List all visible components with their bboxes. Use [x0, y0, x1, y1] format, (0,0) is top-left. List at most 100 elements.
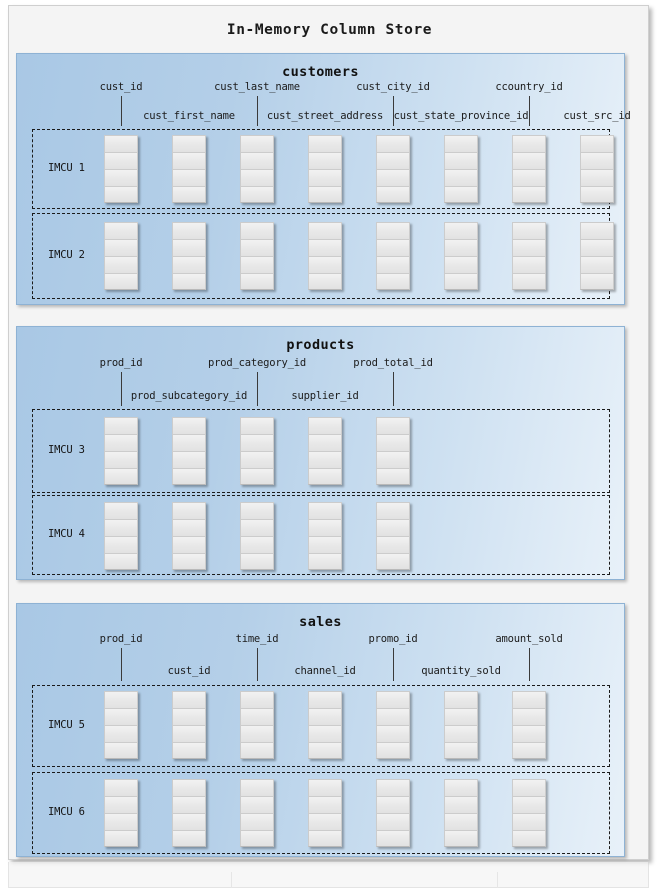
- column-cell: [376, 434, 410, 451]
- column-cell: [580, 256, 614, 273]
- imcu-box-imcu-6: [32, 772, 610, 854]
- column-block: [376, 779, 410, 847]
- column-cell: [376, 708, 410, 725]
- strip-divider-1: [231, 872, 232, 888]
- column-cell: [308, 536, 342, 553]
- column-connector-tick: [121, 648, 122, 681]
- column-cell: [308, 239, 342, 256]
- column-label: cust_state_province_id: [393, 110, 529, 122]
- column-cell: [376, 169, 410, 186]
- imcu-label: IMCU 2: [48, 249, 85, 261]
- column-label: cust_id: [167, 665, 211, 677]
- column-label: cust_last_name: [214, 81, 300, 93]
- column-cell: [376, 451, 410, 468]
- imcu-box-imcu-3: [32, 409, 610, 493]
- column-cell: [376, 536, 410, 553]
- column-block: [580, 222, 614, 290]
- column-cell: [308, 519, 342, 536]
- column-cell: [172, 553, 206, 570]
- column-block: [376, 222, 410, 290]
- strip-divider-2: [497, 872, 498, 888]
- imcu-label: IMCU 5: [48, 719, 85, 731]
- column-label: channel_id: [294, 665, 356, 677]
- column-cell: [104, 434, 138, 451]
- column-label: prod_id: [99, 633, 143, 645]
- column-cell: [240, 417, 274, 434]
- column-cell: [308, 725, 342, 742]
- column-cell: [308, 417, 342, 434]
- column-cell: [240, 451, 274, 468]
- column-label: prod_id: [99, 357, 143, 369]
- column-connector-tick: [393, 372, 394, 406]
- column-connector-tick: [257, 648, 258, 681]
- column-cell: [104, 468, 138, 485]
- column-label: prod_category_id: [208, 357, 306, 369]
- table-title-sales: sales: [299, 614, 342, 630]
- column-block: [104, 691, 138, 759]
- column-cell: [104, 273, 138, 290]
- column-cell: [104, 796, 138, 813]
- column-cell: [104, 830, 138, 847]
- column-cell: [376, 152, 410, 169]
- column-cell: [240, 468, 274, 485]
- column-cell: [104, 152, 138, 169]
- column-cell: [444, 813, 478, 830]
- column-cell: [308, 813, 342, 830]
- column-cell: [172, 708, 206, 725]
- column-cell: [104, 742, 138, 759]
- column-label: cust_first_name: [143, 110, 235, 122]
- column-cell: [376, 553, 410, 570]
- column-label: prod_total_id: [353, 357, 433, 369]
- column-label: quantity_sold: [421, 665, 501, 677]
- column-block: [376, 417, 410, 485]
- column-cell: [172, 273, 206, 290]
- column-block: [240, 502, 274, 570]
- column-cell: [444, 186, 478, 203]
- column-cell: [240, 256, 274, 273]
- column-cell: [308, 256, 342, 273]
- column-cell: [172, 796, 206, 813]
- column-connector-tick: [529, 648, 530, 681]
- column-cell: [240, 691, 274, 708]
- column-cell: [240, 725, 274, 742]
- column-cell: [512, 222, 546, 239]
- column-cell: [512, 239, 546, 256]
- column-cell: [104, 186, 138, 203]
- column-cell: [376, 691, 410, 708]
- column-cell: [512, 152, 546, 169]
- table-title-products: products: [286, 337, 355, 353]
- column-block: [240, 417, 274, 485]
- column-cell: [172, 222, 206, 239]
- column-block: [444, 691, 478, 759]
- column-cell: [512, 169, 546, 186]
- column-cell: [376, 779, 410, 796]
- column-cell: [376, 273, 410, 290]
- column-cell: [240, 152, 274, 169]
- column-connector-tick: [393, 648, 394, 681]
- column-cell: [444, 152, 478, 169]
- column-cell: [444, 691, 478, 708]
- column-cell: [308, 796, 342, 813]
- column-cell: [308, 135, 342, 152]
- column-block: [308, 135, 342, 203]
- column-cell: [240, 519, 274, 536]
- column-block: [104, 779, 138, 847]
- column-block: [240, 779, 274, 847]
- column-cell: [308, 708, 342, 725]
- column-cell: [444, 169, 478, 186]
- column-block: [308, 417, 342, 485]
- column-cell: [104, 222, 138, 239]
- column-block: [104, 502, 138, 570]
- column-cell: [172, 169, 206, 186]
- page-title: In-Memory Column Store: [226, 22, 433, 38]
- column-block: [172, 779, 206, 847]
- column-cell: [512, 813, 546, 830]
- column-cell: [240, 502, 274, 519]
- column-block: [580, 135, 614, 203]
- column-cell: [172, 417, 206, 434]
- column-block: [376, 135, 410, 203]
- column-cell: [172, 536, 206, 553]
- column-cell: [512, 273, 546, 290]
- column-cell: [308, 451, 342, 468]
